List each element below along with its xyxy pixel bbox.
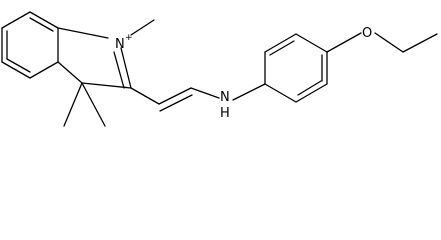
double-bond	[159, 94, 193, 112]
double-bond	[113, 51, 125, 89]
ethoxy-group	[326, 32, 438, 53]
bond	[29, 61, 59, 79]
bond	[326, 32, 362, 53]
molecule-canvas: N + N H O	[1, 11, 438, 127]
nitrogen-cation-label: N	[115, 37, 125, 52]
bond	[402, 33, 438, 53]
aromatic-inner-bond	[269, 40, 295, 56]
bond	[130, 87, 160, 105]
bond	[374, 32, 404, 53]
aromatic-inner-bond	[297, 80, 322, 96]
structure-diagram: N + N H O	[1, 11, 438, 127]
bond	[29, 11, 59, 29]
pyrrole-ring	[57, 27, 132, 89]
phenyl-ring	[264, 33, 328, 103]
bond	[81, 82, 132, 89]
bond	[57, 27, 109, 39]
positive-charge-label: +	[125, 33, 133, 43]
bond	[232, 83, 266, 101]
aromatic-inner-bond	[29, 17, 54, 32]
double-bond	[158, 87, 192, 105]
bond	[190, 87, 220, 99]
n-methyl-bond	[130, 19, 155, 36]
bond	[295, 83, 328, 103]
bond	[1, 11, 31, 29]
bond	[1, 61, 31, 79]
gem-methyl-bond	[81, 82, 106, 127]
double-bond	[120, 47, 132, 89]
bond	[264, 33, 297, 53]
vinyl-linker	[130, 87, 220, 112]
bond	[295, 33, 328, 53]
aromatic-inner-bond	[6, 58, 31, 73]
amine-hydrogen-label: H	[220, 106, 230, 121]
amine-nitrogen-label: N	[220, 90, 230, 105]
gem-methyl-bond	[63, 82, 83, 127]
bond	[57, 61, 83, 84]
bond	[264, 83, 297, 103]
oxygen-label: O	[362, 26, 372, 41]
indole-benzene-ring	[1, 11, 59, 79]
